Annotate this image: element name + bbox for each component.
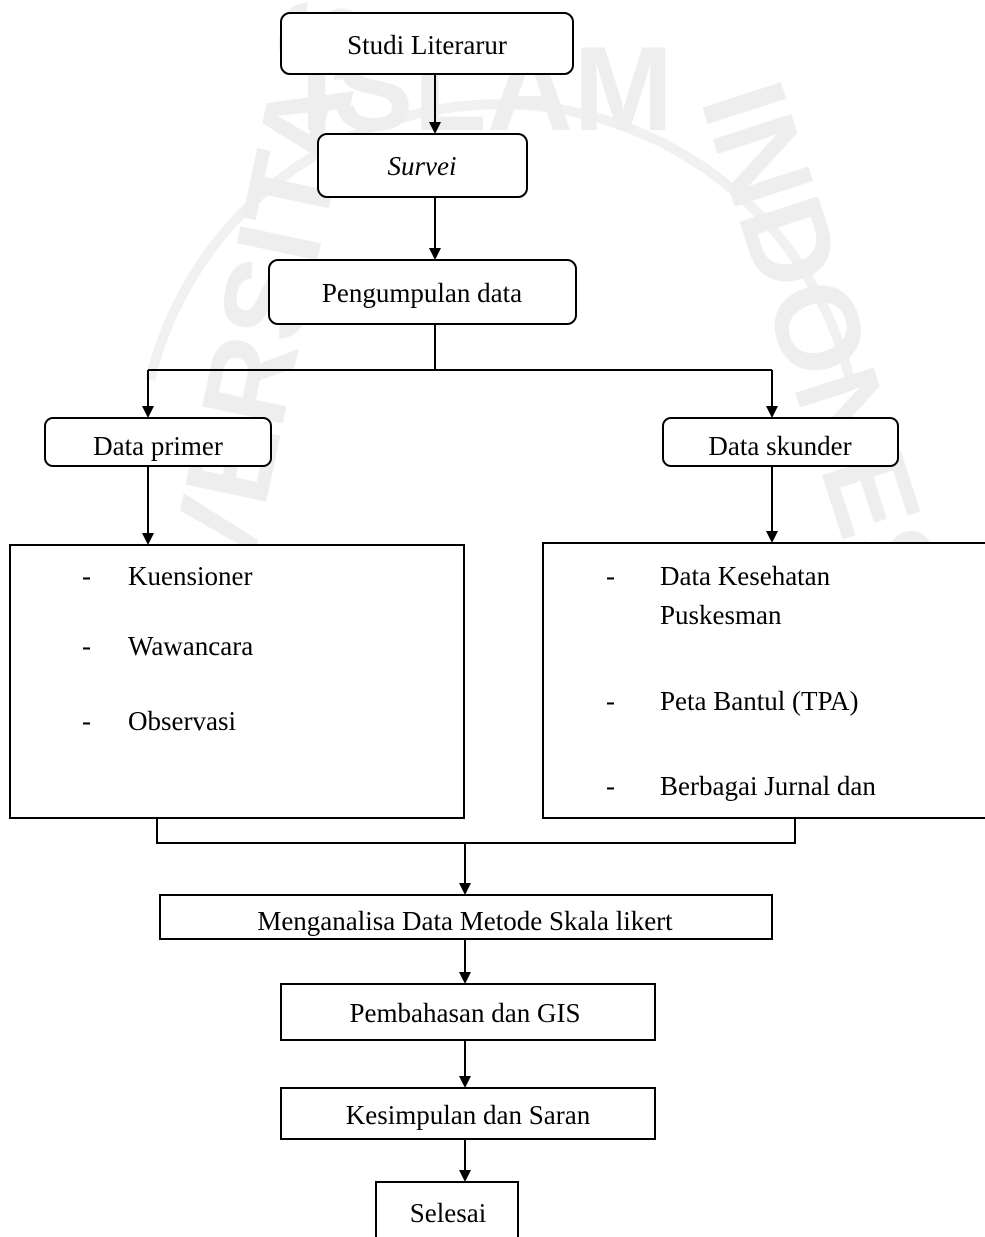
connectors <box>142 74 796 1182</box>
primer-bullet-1: - <box>82 561 91 591</box>
primer-item-1: Kuensioner <box>128 561 252 591</box>
primer-bullet-2: - <box>82 631 91 661</box>
boxes <box>9 12 985 1237</box>
skunder-bullet-1: - <box>606 561 615 591</box>
skunder-item-3: Berbagai Jurnal dan <box>660 771 876 801</box>
box-pembahasan <box>280 983 656 1041</box>
label-data-primer: Data primer <box>93 431 223 461</box>
box-studi-literatur <box>280 12 574 75</box>
primer-item-3: Observasi <box>128 706 236 736</box>
label-pengumpulan-data: Pengumpulan data <box>322 278 522 308</box>
label-menganalisa: Menganalisa Data Metode Skala likert <box>257 906 673 936</box>
watermark-ring <box>145 99 855 382</box>
box-selesai <box>375 1181 519 1237</box>
box-skunder-list <box>542 542 985 819</box>
label-data-skunder: Data skunder <box>708 431 851 461</box>
skunder-item-1-line-1: Data Kesehatan <box>660 561 831 591</box>
skunder-bullet-2: - <box>606 686 615 716</box>
primer-item-2: Wawancara <box>128 631 253 661</box>
label-kesimpulan: Kesimpulan dan Saran <box>346 1100 591 1130</box>
primer-bullet-3: - <box>82 706 91 736</box>
labels: Studi Literarur Survei Pengumpulan data … <box>82 30 876 1228</box>
line-merge <box>156 810 796 844</box>
box-data-primer <box>44 417 272 467</box>
box-menganalisa <box>159 894 773 940</box>
box-kesimpulan <box>280 1087 656 1140</box>
box-survei <box>317 133 528 198</box>
skunder-item-1-line-2: Puskesman <box>660 600 782 630</box>
skunder-bullet-3: - <box>606 771 615 801</box>
box-primer-list <box>9 544 465 819</box>
label-pembahasan: Pembahasan dan GIS <box>350 998 581 1028</box>
label-studi-literatur: Studi Literarur <box>347 30 507 60</box>
label-selesai: Selesai <box>410 1198 486 1228</box>
label-survei: Survei <box>388 151 457 181</box>
box-data-skunder <box>662 417 899 467</box>
box-pengumpulan-data <box>268 259 577 325</box>
skunder-item-2: Peta Bantul (TPA) <box>660 686 859 716</box>
